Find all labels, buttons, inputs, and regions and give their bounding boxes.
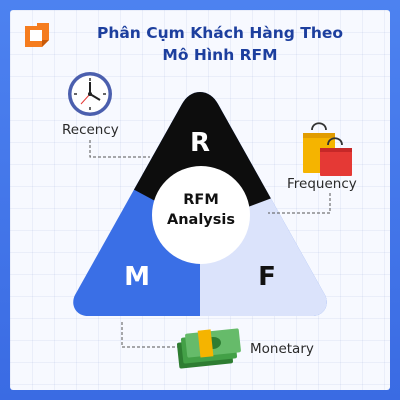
letter-r: R bbox=[189, 128, 211, 158]
recency-label: Recency bbox=[62, 122, 119, 138]
page-title: Phân Cụm Khách Hàng Theo Mô Hình RFM bbox=[70, 22, 370, 66]
center-circle bbox=[152, 166, 250, 264]
center-label: RFM Analysis bbox=[154, 190, 248, 230]
letter-m: M bbox=[124, 262, 150, 292]
title-line-2: Mô Hình RFM bbox=[162, 46, 278, 64]
shopping-bags-icon bbox=[303, 122, 352, 176]
folded-square-logo-icon bbox=[25, 23, 49, 47]
monetary-label: Monetary bbox=[250, 341, 314, 357]
letter-f: F bbox=[258, 262, 276, 292]
center-label-line-1: RFM bbox=[183, 192, 219, 208]
monetary-connector bbox=[121, 322, 178, 348]
cash-stack-icon bbox=[176, 328, 241, 369]
recency-connector bbox=[89, 140, 150, 158]
clock-icon bbox=[68, 72, 112, 116]
center-label-line-2: Analysis bbox=[167, 212, 235, 228]
frequency-label: Frequency bbox=[287, 176, 357, 192]
title-line-1: Phân Cụm Khách Hàng Theo bbox=[96, 24, 344, 42]
frequency-connector bbox=[268, 193, 331, 214]
